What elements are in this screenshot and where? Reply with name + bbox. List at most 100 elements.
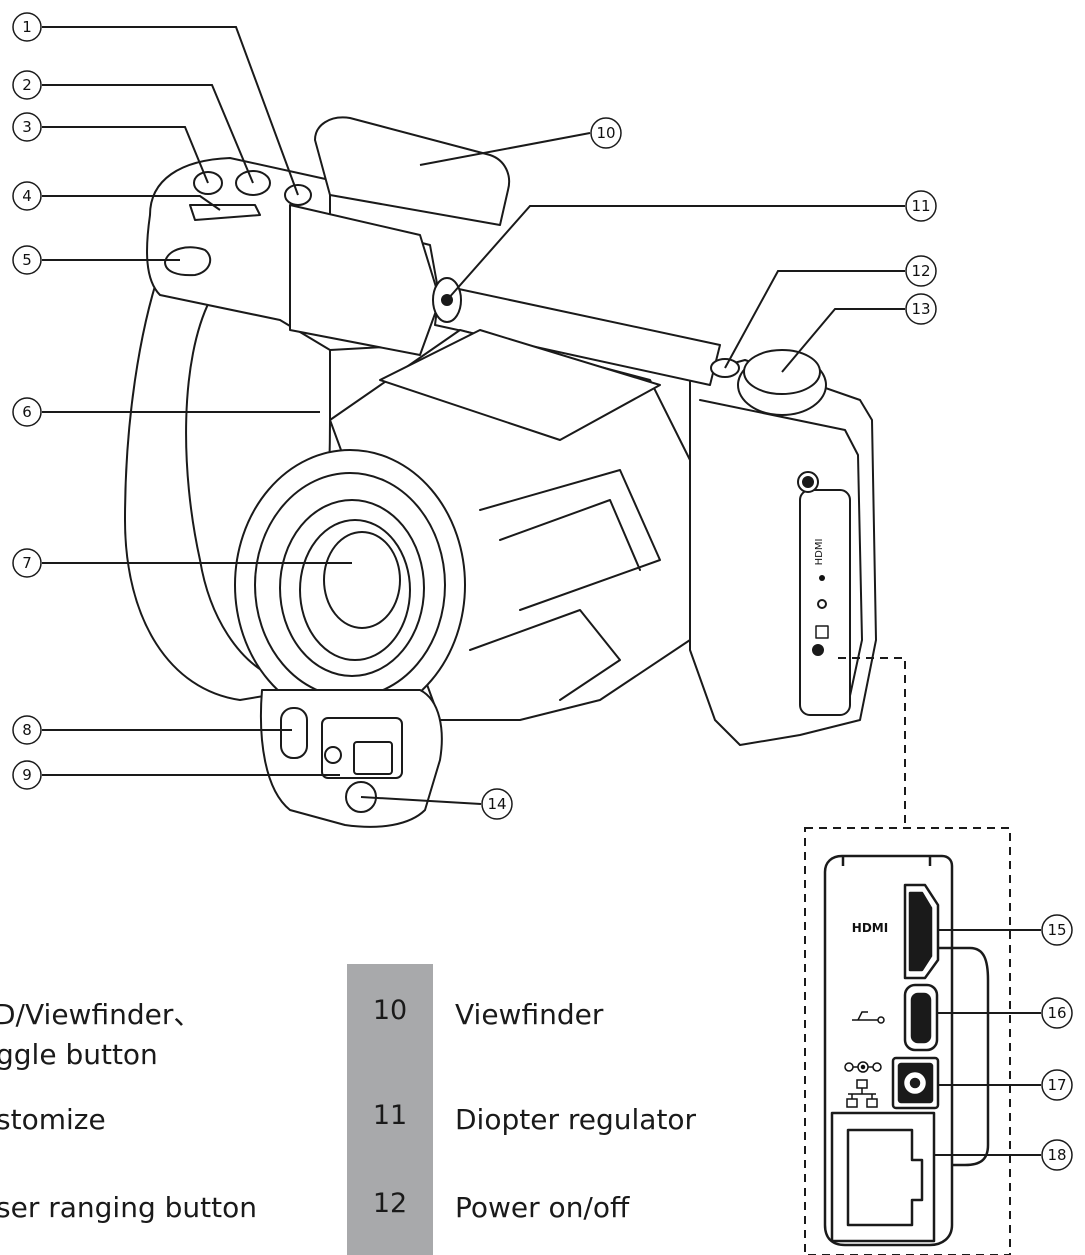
hdmi-icon: HDMI — [852, 921, 888, 935]
cable-loop — [938, 946, 990, 1167]
callout-6: 6 — [22, 403, 32, 421]
callout-circle-12 — [905, 255, 937, 287]
leader-12 — [724, 270, 905, 369]
laser-window — [280, 707, 308, 759]
dc-icon-mid-dot — [860, 1064, 866, 1070]
leader-2 — [42, 84, 254, 184]
callout-8: 8 — [22, 721, 32, 739]
callout-circle-17 — [1041, 1069, 1073, 1101]
callout-circle-6 — [12, 397, 42, 427]
side-screw-bottom — [812, 644, 824, 656]
callout-18: 18 — [1047, 1146, 1066, 1164]
lan-icon-br — [866, 1098, 878, 1108]
callout-circle-7 — [12, 548, 42, 578]
side-lan-mark — [815, 625, 829, 639]
callout-2: 2 — [22, 76, 32, 94]
barrel-rib-2 — [499, 499, 641, 571]
callout-circle-4 — [12, 181, 42, 211]
barrel-rib-3 — [469, 609, 621, 701]
callout-7: 7 — [22, 554, 32, 572]
legend-text-11: Diopter regulator — [455, 1103, 697, 1136]
callout-circle-1 — [12, 12, 42, 42]
grip-inner — [185, 299, 271, 676]
viewfinder-housing — [289, 204, 441, 356]
callout-3: 3 — [22, 118, 32, 136]
callout-11: 11 — [911, 197, 930, 215]
body-right-inner — [699, 399, 863, 706]
leader-13 — [781, 308, 905, 373]
callout-circle-11 — [905, 190, 937, 222]
callout-circle-3 — [12, 112, 42, 142]
callout-4: 4 — [22, 187, 32, 205]
legend-text-10: Viewfinder — [455, 998, 604, 1031]
dc-power-icon — [844, 1061, 882, 1073]
leader-10 — [419, 132, 591, 166]
callout-1: 1 — [22, 18, 32, 36]
usb-port-inner — [910, 992, 932, 1044]
front-button-5 — [164, 246, 212, 277]
detail-frame — [804, 827, 1011, 1255]
callout-16: 16 — [1047, 1004, 1066, 1022]
lan-icon-bl — [846, 1098, 858, 1108]
legend-num-12: 12 — [372, 1188, 408, 1219]
barrel-rib-1 — [479, 469, 661, 611]
leader-lines — [42, 26, 905, 805]
leader-1 — [42, 26, 299, 196]
callout-circle-18 — [1041, 1139, 1073, 1171]
ethernet-socket — [846, 1128, 924, 1227]
focus-slider — [189, 204, 261, 221]
callout-5: 5 — [22, 251, 32, 269]
hdmi-port-inner — [908, 891, 933, 972]
callout-circle-5 — [12, 245, 42, 275]
port-icons: HDMI — [844, 921, 888, 1108]
legend-number-column — [347, 964, 433, 1255]
port-leader-lines — [934, 929, 1041, 1156]
legend-text-12: Power on/off — [455, 1191, 630, 1224]
usb-icon-tip — [877, 1016, 885, 1024]
lens-glass — [323, 531, 401, 629]
leader-3 — [42, 126, 209, 184]
callout-circle-13 — [905, 293, 937, 325]
barrel-top-panel — [379, 329, 661, 441]
leader-11 — [446, 205, 905, 301]
legend-left-3: ser ranging button — [0, 1191, 257, 1224]
detail-connector — [804, 657, 1011, 1255]
callout-circle-8 — [12, 715, 42, 745]
side-dc-mark — [817, 599, 827, 609]
usb-icon-branch — [857, 1011, 868, 1021]
callout-circle-9 — [12, 760, 42, 790]
port-panel-detail — [823, 854, 990, 1247]
ethernet-icon — [846, 1079, 878, 1108]
legend-num-10: 10 — [372, 995, 408, 1026]
callout-circle-14 — [481, 788, 513, 820]
callout-labels: 1 2 3 4 5 6 7 8 9 10 11 12 13 14 15 16 1… — [22, 18, 1066, 1164]
callout-15: 15 — [1047, 921, 1066, 939]
camera-illustration: HDMI — [124, 116, 877, 828]
callout-14: 14 — [487, 795, 506, 813]
callout-circle-15 — [1041, 914, 1073, 946]
visible-cam-small — [324, 746, 342, 764]
side-screw-top-inner — [802, 476, 814, 488]
callout-17: 17 — [1047, 1076, 1066, 1094]
callout-circle-16 — [1041, 997, 1073, 1029]
legend-num-11: 11 — [372, 1100, 408, 1131]
legend-left-1-line2: ggle button — [0, 1038, 158, 1071]
callout-circle-2 — [12, 70, 42, 100]
side-hdmi-logo: HDMI — [814, 539, 825, 566]
callout-10: 10 — [596, 124, 615, 142]
callout-9: 9 — [22, 766, 32, 784]
callout-13: 13 — [911, 300, 930, 318]
callout-circle-10 — [590, 117, 622, 149]
legend-left-2: stomize — [0, 1103, 106, 1136]
callout-12: 12 — [911, 262, 930, 280]
leader-4 — [42, 195, 221, 211]
usb-icon — [852, 1011, 885, 1024]
leader-14 — [360, 796, 482, 805]
dc-port-pin — [909, 1077, 921, 1089]
visible-cam-large — [353, 741, 393, 775]
side-usb-mark — [819, 575, 825, 581]
viewfinder-eyecup — [314, 116, 510, 226]
legend-left-1-line1: D/Viewfinder、 — [0, 998, 202, 1031]
callout-markers — [12, 12, 1073, 1171]
